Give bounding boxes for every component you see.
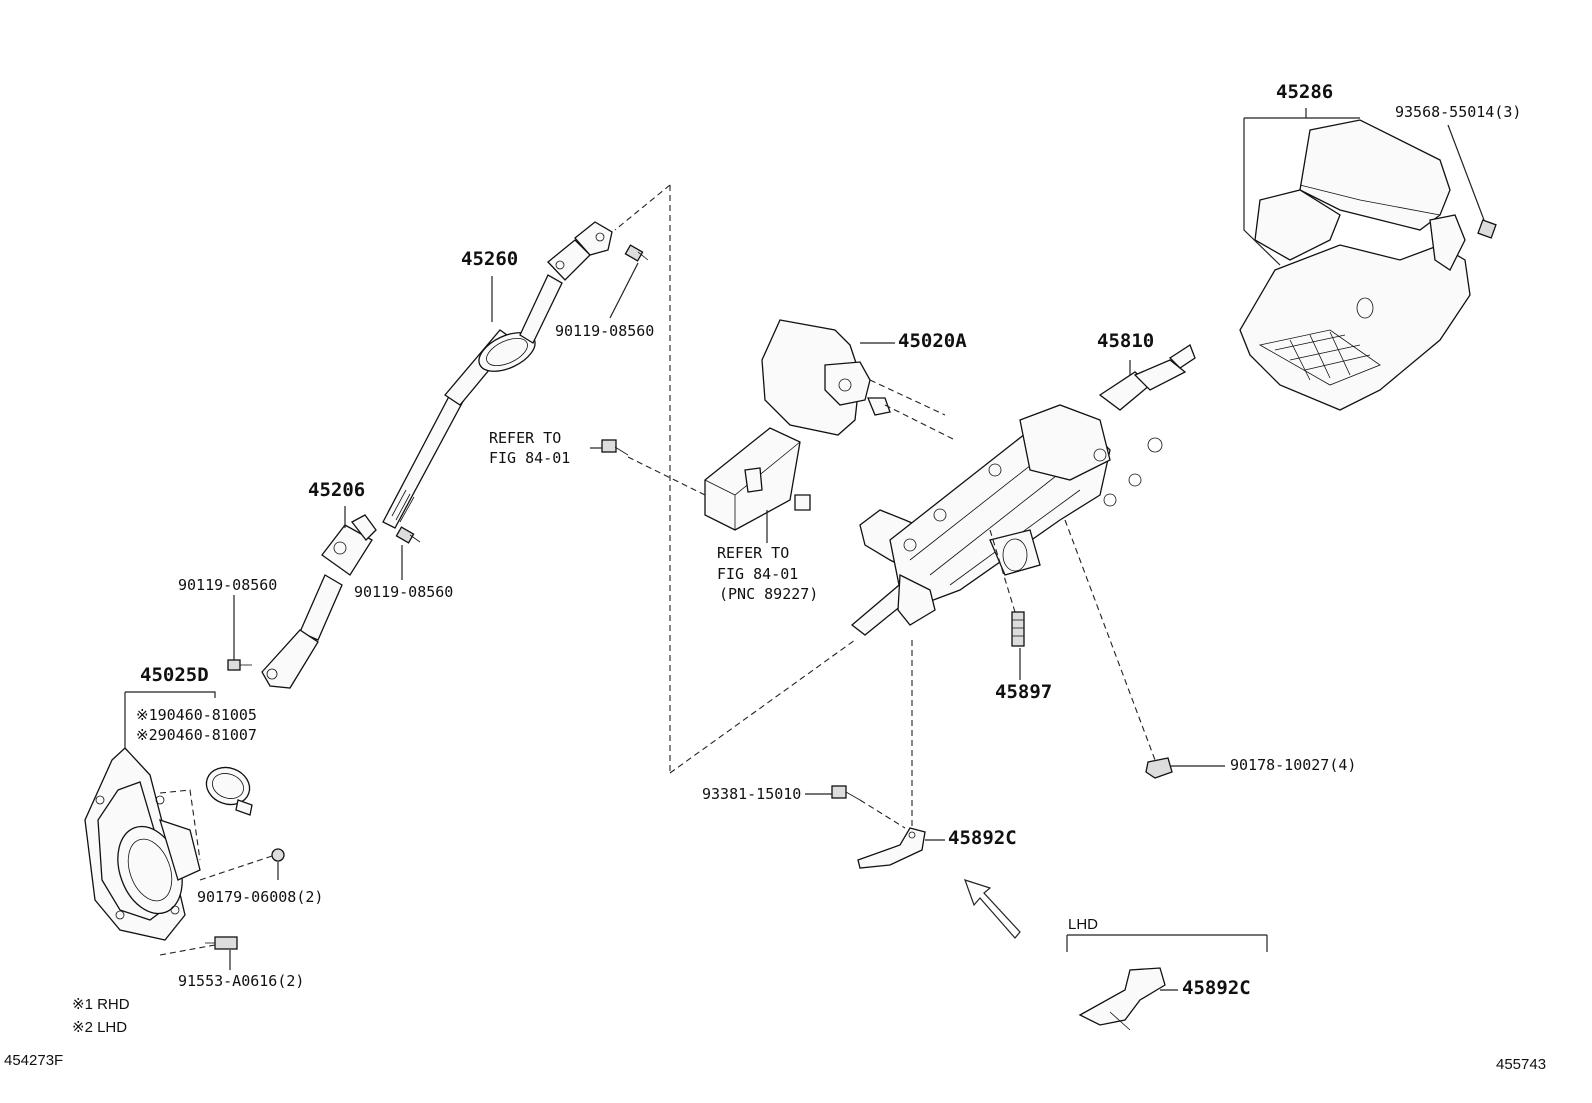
bolt-91553 [205, 936, 238, 950]
label-refer2-line1: REFER TO [717, 544, 790, 562]
column-cover-45286 [1239, 119, 1471, 411]
intermediate-shaft-45260 [382, 221, 613, 529]
label-refer2-line2: FIG 84-01 [717, 565, 799, 583]
note-lhd: ※2 LHD [72, 1019, 128, 1036]
label-refer1-line2: FIG 84-01 [489, 449, 571, 467]
bolt-90119-left [227, 659, 252, 671]
column-hole-cover-45025d [84, 747, 253, 941]
label-93381: 93381-15010 [702, 785, 802, 803]
label-45025d: 45025D [140, 664, 209, 686]
label-45892c-lhd: 45892C [1182, 977, 1251, 999]
leader-lines [124, 108, 1485, 991]
figure-code-right: 455743 [1496, 1056, 1547, 1073]
bolt-refer-ecu [601, 439, 629, 456]
bolt-90119-top [624, 244, 649, 262]
figure-code-left: 454273F [4, 1052, 64, 1069]
label-45897: 45897 [995, 681, 1053, 703]
label-90119-top: 90119-08560 [555, 322, 655, 340]
label-90179: 90179-06008(2) [197, 888, 324, 906]
label-45020a: 45020A [898, 330, 967, 352]
note-rhd: ※1 RHD [72, 996, 130, 1013]
label-45810: 45810 [1097, 330, 1155, 352]
label-seal-rhd: ※190460-81005 [136, 706, 257, 724]
bracket-45892c-main [857, 827, 926, 869]
label-90178: 90178-10027(4) [1230, 756, 1357, 774]
nut-90178 [1145, 757, 1173, 779]
nut-90179 [271, 848, 285, 862]
screw-93568 [1477, 219, 1497, 239]
label-91553: 91553-A0616(2) [178, 972, 305, 990]
label-45892c-main: 45892C [948, 827, 1017, 849]
label-45260: 45260 [461, 248, 519, 270]
control-module-ecu [704, 427, 811, 531]
label-90119-mid: 90119-08560 [354, 583, 454, 601]
label-refer2-line3: (PNC 89227) [719, 585, 819, 603]
bolt-93381 [831, 785, 861, 801]
label-seal-lhd: ※290460-81007 [136, 726, 257, 744]
label-refer1-line1: REFER TO [489, 429, 562, 447]
label-lhd-bracket: LHD [1068, 916, 1099, 933]
label-45286: 45286 [1276, 81, 1334, 103]
label-93568: 93568-55014(3) [1395, 103, 1522, 121]
steering-column-45810 [850, 344, 1196, 636]
view-direction-arrow [964, 879, 1021, 939]
bolt-45897 [1011, 611, 1025, 647]
lower-shaft-45206 [261, 514, 377, 689]
dashed-assembly-lines [159, 184, 1156, 956]
label-90119-left: 90119-08560 [178, 576, 278, 594]
bracket-45892c-lhd [1078, 967, 1166, 1031]
label-45206: 45206 [308, 479, 366, 501]
bolt-90119-mid [395, 526, 421, 544]
tilt-motor-45020a [761, 319, 891, 436]
